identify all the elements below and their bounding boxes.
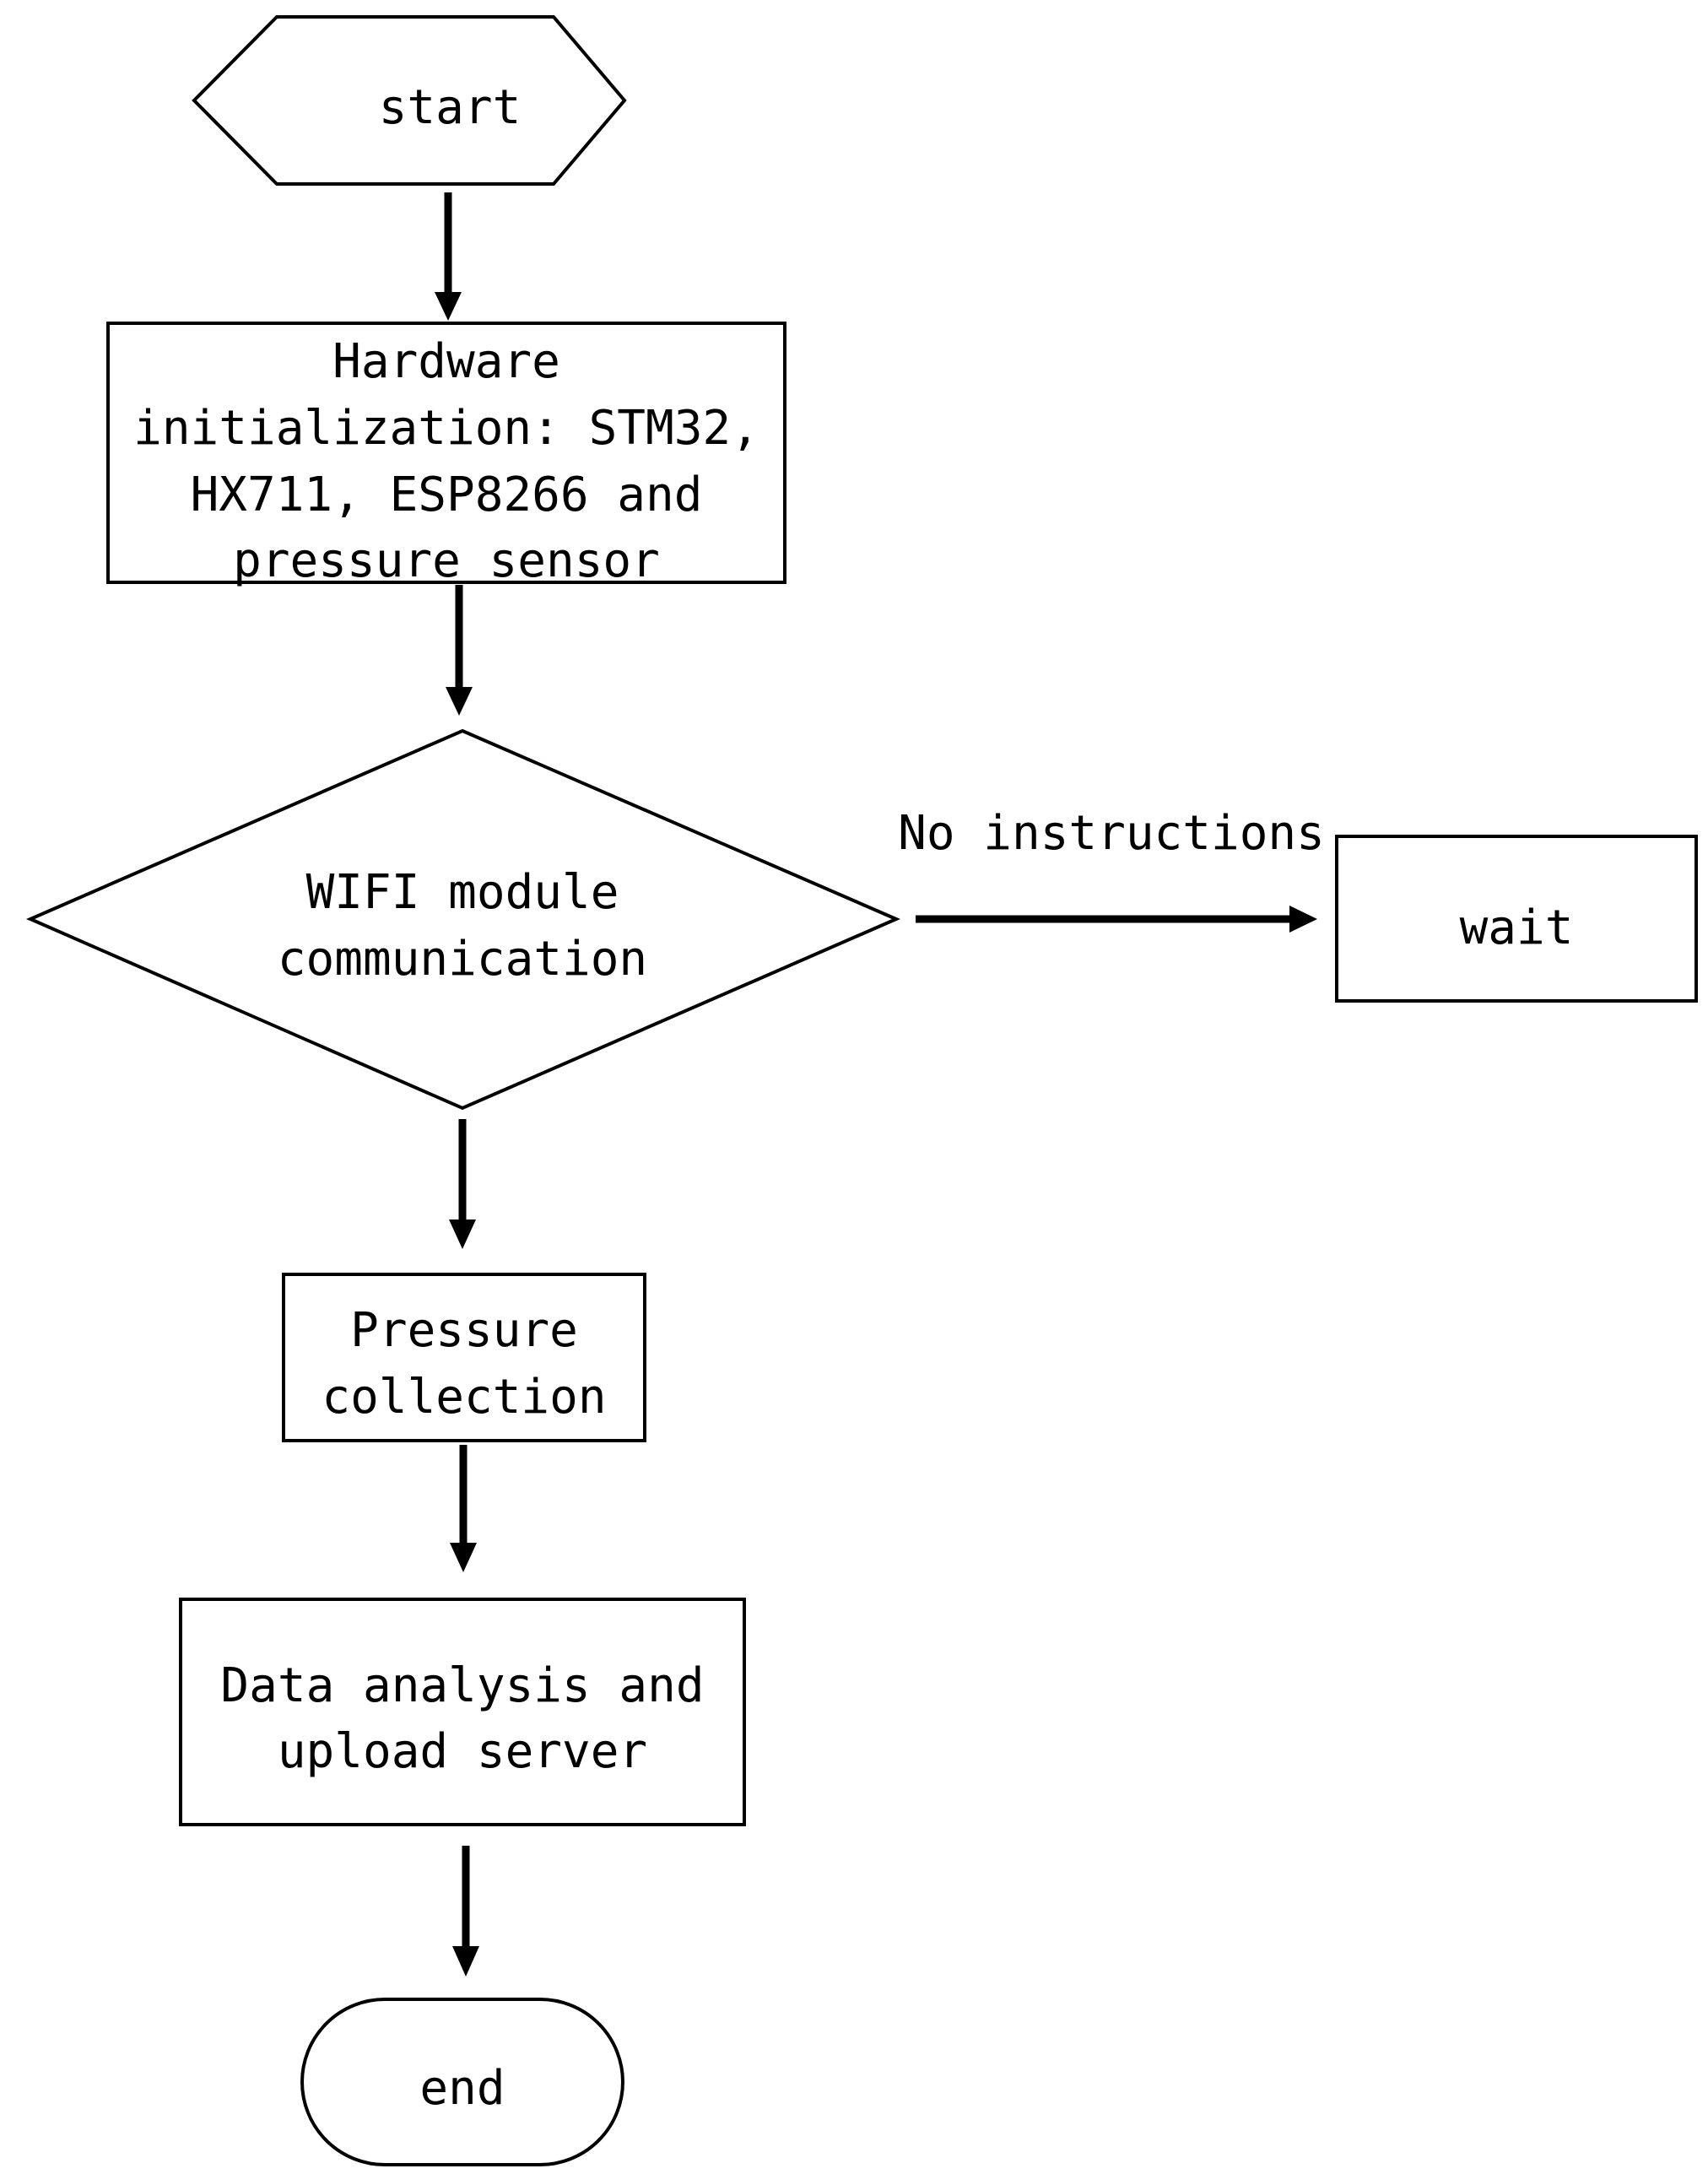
- start-hexagon: [192, 15, 627, 186]
- edge-pressure-collection-to-data-analysis: [450, 1445, 477, 1572]
- edge-data-analysis-to-end: [452, 1846, 479, 1977]
- pressure-collection-node: Pressure collection: [282, 1273, 646, 1442]
- arrowhead: [446, 687, 473, 716]
- data-analysis-label-line-1: Data analysis and: [220, 1658, 704, 1713]
- data-analysis-box: [179, 1598, 746, 1826]
- wait-node: wait: [1335, 835, 1698, 1003]
- pressure-collection-label-line-1: Pressure: [350, 1303, 578, 1358]
- hardware-init-label-line-3: HX711, ESP8266 and: [191, 468, 703, 522]
- start-node: start: [192, 15, 627, 186]
- pressure-collection-box: [282, 1273, 646, 1442]
- wifi-comm-label-line-2: communication: [278, 932, 647, 987]
- hardware-init-node: Hardware initialization: STM32, HX711, E…: [106, 322, 786, 588]
- arrowhead: [449, 1219, 476, 1249]
- pressure-collection-label-line-2: collection: [322, 1370, 606, 1425]
- wait-box: [1335, 835, 1698, 1003]
- wifi-comm-node: WIFI module communication: [26, 728, 901, 1111]
- wifi-comm-label-line-1: WIFI module: [306, 865, 619, 920]
- edge-label-no-instructions: No instructions: [898, 806, 1325, 861]
- edge-wifi-comm-to-pressure-collection: [449, 1119, 476, 1249]
- start-label: start: [379, 80, 522, 135]
- edge-start-to-hardware-init: [435, 192, 462, 321]
- hardware-init-label-line-4: pressure sensor: [233, 533, 660, 588]
- data-analysis-label-line-2: upload server: [278, 1724, 647, 1779]
- wait-label: wait: [1460, 900, 1574, 955]
- arrowhead: [1289, 906, 1317, 933]
- arrowhead: [452, 1946, 479, 1977]
- edge-wifi-comm-to-wait: No instructions: [898, 806, 1325, 933]
- hardware-init-label-line-2: initialization: STM32,: [133, 401, 759, 456]
- edge-hardware-init-to-wifi-comm: [446, 585, 473, 716]
- end-terminator: [300, 1998, 624, 2166]
- hardware-init-box: [106, 322, 786, 584]
- arrowhead: [450, 1543, 477, 1572]
- data-analysis-node: Data analysis and upload server: [179, 1598, 746, 1826]
- arrowhead: [435, 292, 462, 321]
- wifi-comm-diamond: [26, 728, 901, 1111]
- hardware-init-label-line-1: Hardware: [332, 334, 560, 389]
- end-label: end: [419, 2061, 505, 2116]
- end-node: end: [300, 1998, 624, 2166]
